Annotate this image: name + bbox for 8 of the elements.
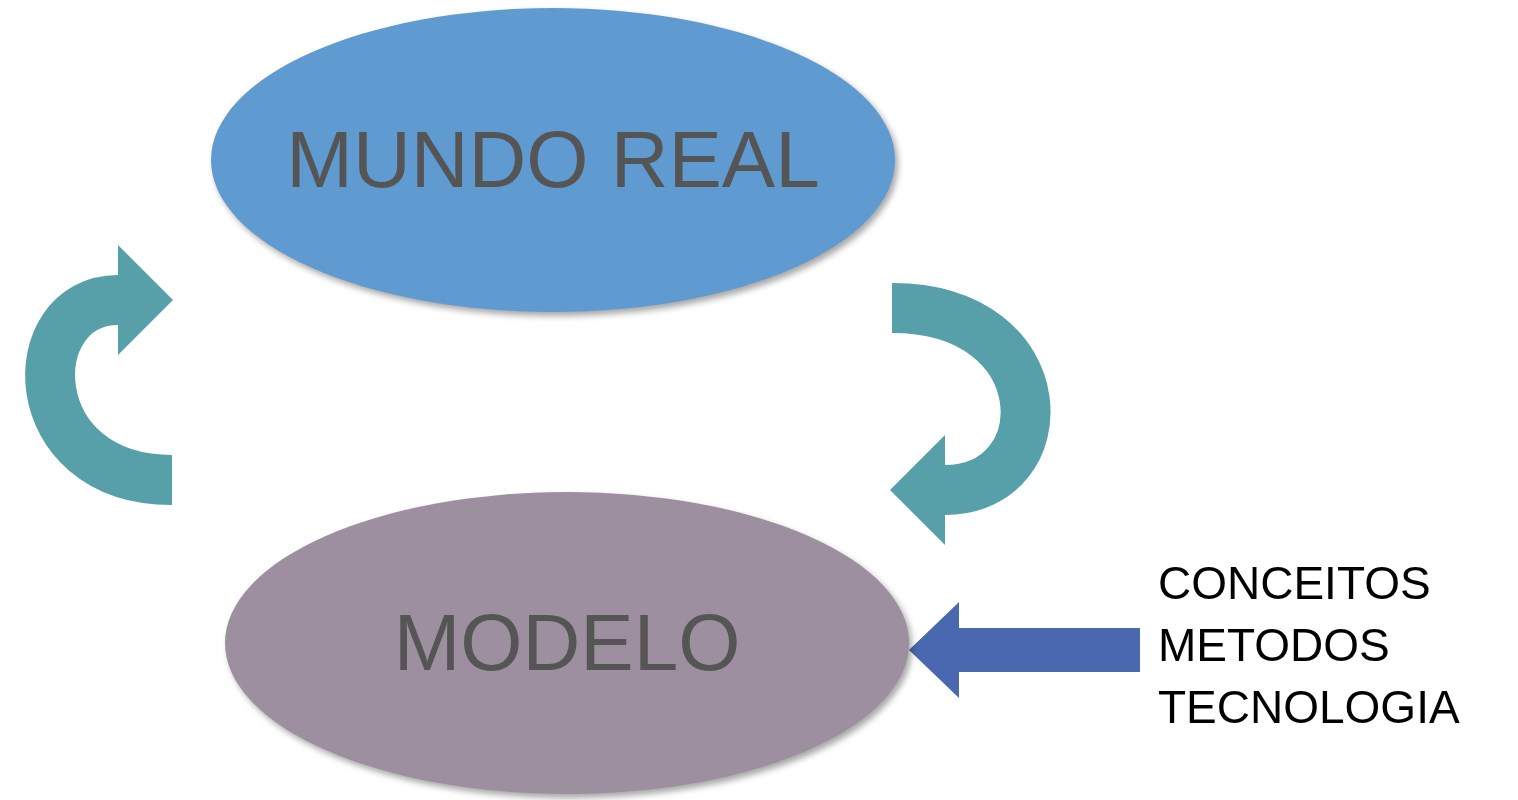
node-label: MUNDO REAL (286, 114, 820, 206)
list-item-text: CONCEITOS (1158, 556, 1431, 611)
list-item-text: METODOS (1158, 618, 1390, 673)
node-label: MODELO (393, 597, 741, 689)
arrow (909, 602, 1140, 698)
arrow (25, 245, 175, 505)
list-item-text: TECNOLOGIA (1158, 680, 1460, 735)
arrow (889, 283, 1050, 545)
